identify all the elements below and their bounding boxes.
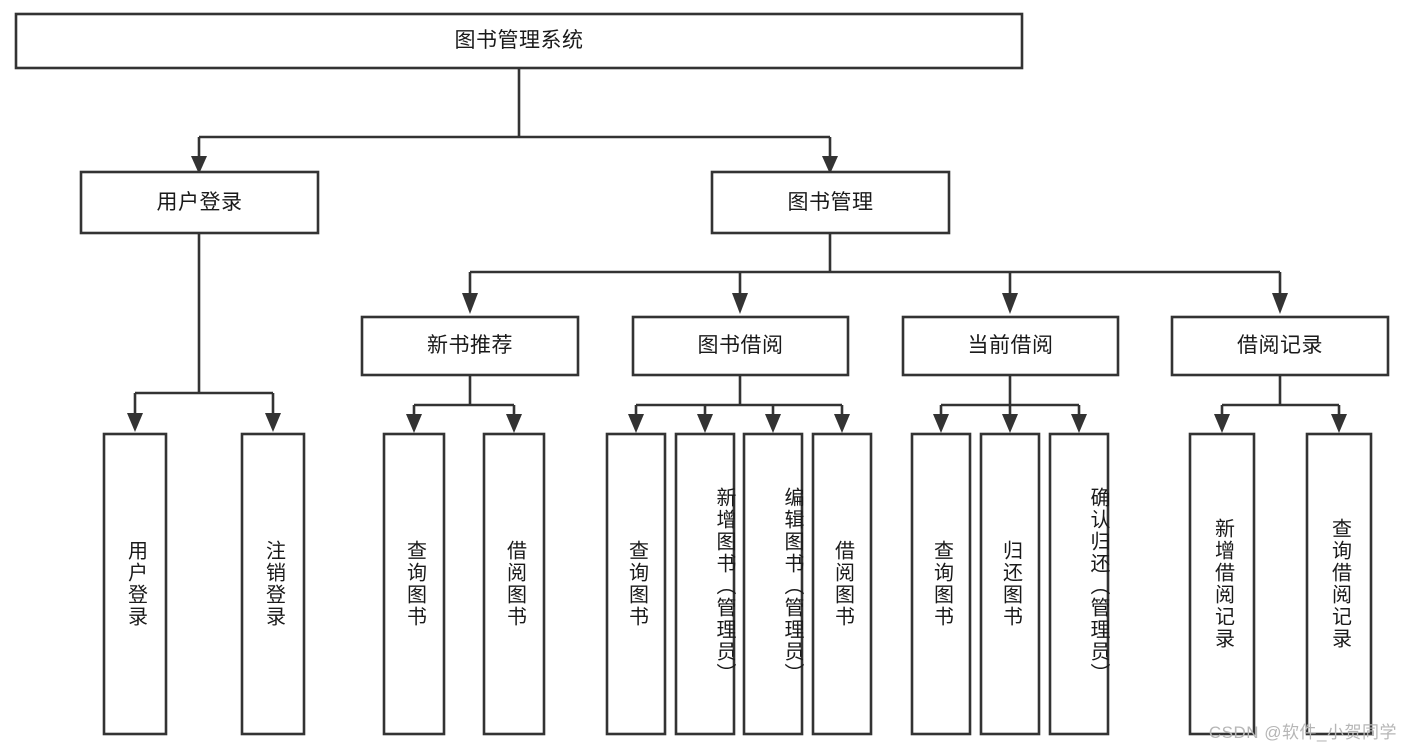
node-leaf-query-book-3[interactable] xyxy=(910,432,972,736)
watermark-text: CSDN @软件_小贺同学 xyxy=(1208,723,1397,742)
arrow-head-leaf-user-logout xyxy=(265,413,281,432)
arrow-head-leaf-add-book xyxy=(697,414,713,433)
arrow-head-borrow-record xyxy=(1272,293,1288,314)
arrow-head-leaf-confirm-return xyxy=(1071,414,1087,433)
arrow-head-user-login xyxy=(191,156,207,174)
node-leaf-user-login[interactable] xyxy=(102,432,168,736)
arrow-head-current-borrow xyxy=(1002,293,1018,314)
node-leaf-borrow-book-1[interactable] xyxy=(482,432,546,736)
node-book-borrow[interactable] xyxy=(631,315,850,377)
node-leaf-return-book[interactable] xyxy=(979,432,1041,736)
arrow-head-leaf-add-record xyxy=(1214,414,1230,433)
node-user-login[interactable] xyxy=(79,170,320,235)
node-layer xyxy=(14,12,1390,736)
node-leaf-add-book[interactable] xyxy=(674,432,736,736)
arrow-head-book-manage xyxy=(822,156,838,174)
node-leaf-user-logout[interactable] xyxy=(240,432,306,736)
node-leaf-query-record[interactable] xyxy=(1305,432,1373,736)
arrow-head-leaf-borrow-book-1 xyxy=(506,414,522,433)
arrow-head-leaf-edit-book xyxy=(765,414,781,433)
arrow-head-leaf-user-login xyxy=(127,413,143,432)
arrow-head-book-borrow xyxy=(732,293,748,314)
arrow-head-leaf-query-record xyxy=(1331,414,1347,433)
node-leaf-edit-book[interactable] xyxy=(742,432,804,736)
node-new-book-recommend[interactable] xyxy=(360,315,580,377)
arrow-head-new-book-recommend xyxy=(462,293,478,314)
node-root[interactable] xyxy=(14,12,1024,70)
node-leaf-add-record[interactable] xyxy=(1188,432,1256,736)
node-leaf-query-book-2[interactable] xyxy=(605,432,667,736)
arrow-head-leaf-query-book-2 xyxy=(628,414,644,433)
node-current-borrow[interactable] xyxy=(901,315,1120,377)
connector-layer xyxy=(127,68,1347,433)
arrow-head-leaf-query-book-3 xyxy=(933,414,949,433)
node-borrow-record[interactable] xyxy=(1170,315,1390,377)
arrow-head-leaf-query-book-1 xyxy=(406,414,422,433)
arrow-head-leaf-borrow-book-2 xyxy=(834,414,850,433)
arrow-head-leaf-return-book xyxy=(1002,414,1018,433)
node-leaf-confirm-return[interactable] xyxy=(1048,432,1110,736)
node-leaf-query-book-1[interactable] xyxy=(382,432,446,736)
node-book-manage[interactable] xyxy=(710,170,951,235)
node-leaf-borrow-book-2[interactable] xyxy=(811,432,873,736)
